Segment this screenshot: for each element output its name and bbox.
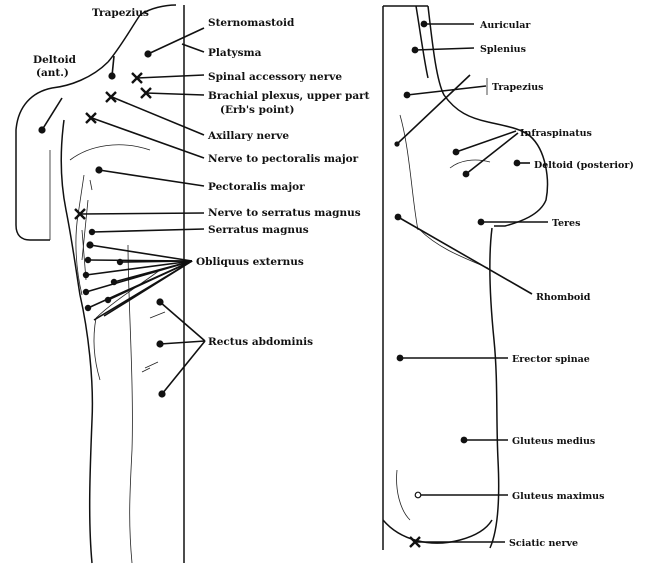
label-platysma: Platysma	[208, 47, 262, 59]
back-leader-lines	[397, 24, 548, 542]
label-deltoid-ant: Deltoid	[33, 54, 77, 66]
label-gluteus-medius: Gluteus medius	[512, 436, 595, 447]
back-labels: Auricular Splenius Trapezius Infraspinat…	[479, 20, 634, 549]
label-deltoid-posterior: Deltoid (posterior)	[534, 160, 634, 171]
front-nerve-crosses	[75, 73, 151, 219]
front-motor-points	[38, 50, 165, 397]
label-obliquus-externus: Obliquus externus	[196, 256, 304, 268]
label-gluteus-maximus: Gluteus maximus	[512, 491, 604, 502]
label-axillary-nerve: Axillary nerve	[207, 130, 289, 142]
front-figure-outline	[16, 5, 184, 563]
label-serratus-magnus: Serratus magnus	[208, 224, 309, 236]
label-nerve-pectoralis-major: Nerve to pectoralis major	[208, 153, 359, 165]
label-trapezius-front: Trapezius	[92, 7, 149, 19]
label-auricular: Auricular	[479, 20, 531, 31]
label-rhomboid: Rhomboid	[536, 292, 591, 303]
label-erbs-point: (Erb's point)	[220, 104, 294, 116]
label-brachial-plexus: Brachial plexus, upper part	[208, 90, 370, 102]
label-trapezius-back: Trapezius	[492, 82, 544, 93]
label-sternomastoid: Sternomastoid	[208, 17, 295, 29]
label-rectus-abdominis: Rectus abdominis	[208, 336, 313, 348]
label-deltoid-ant-sub: (ant.)	[36, 67, 69, 79]
label-erector-spinae: Erector spinae	[512, 354, 590, 365]
label-teres: Teres	[552, 218, 580, 229]
label-nerve-serratus-magnus: Nerve to serratus magnus	[208, 207, 361, 219]
label-sciatic-nerve: Sciatic nerve	[509, 538, 578, 549]
label-spinal-accessory-nerve: Spinal accessory nerve	[208, 71, 342, 83]
label-infraspinatus: Infraspinatus	[520, 128, 592, 139]
label-pectoralis-major: Pectoralis major	[208, 181, 305, 193]
label-splenius: Splenius	[480, 44, 526, 55]
